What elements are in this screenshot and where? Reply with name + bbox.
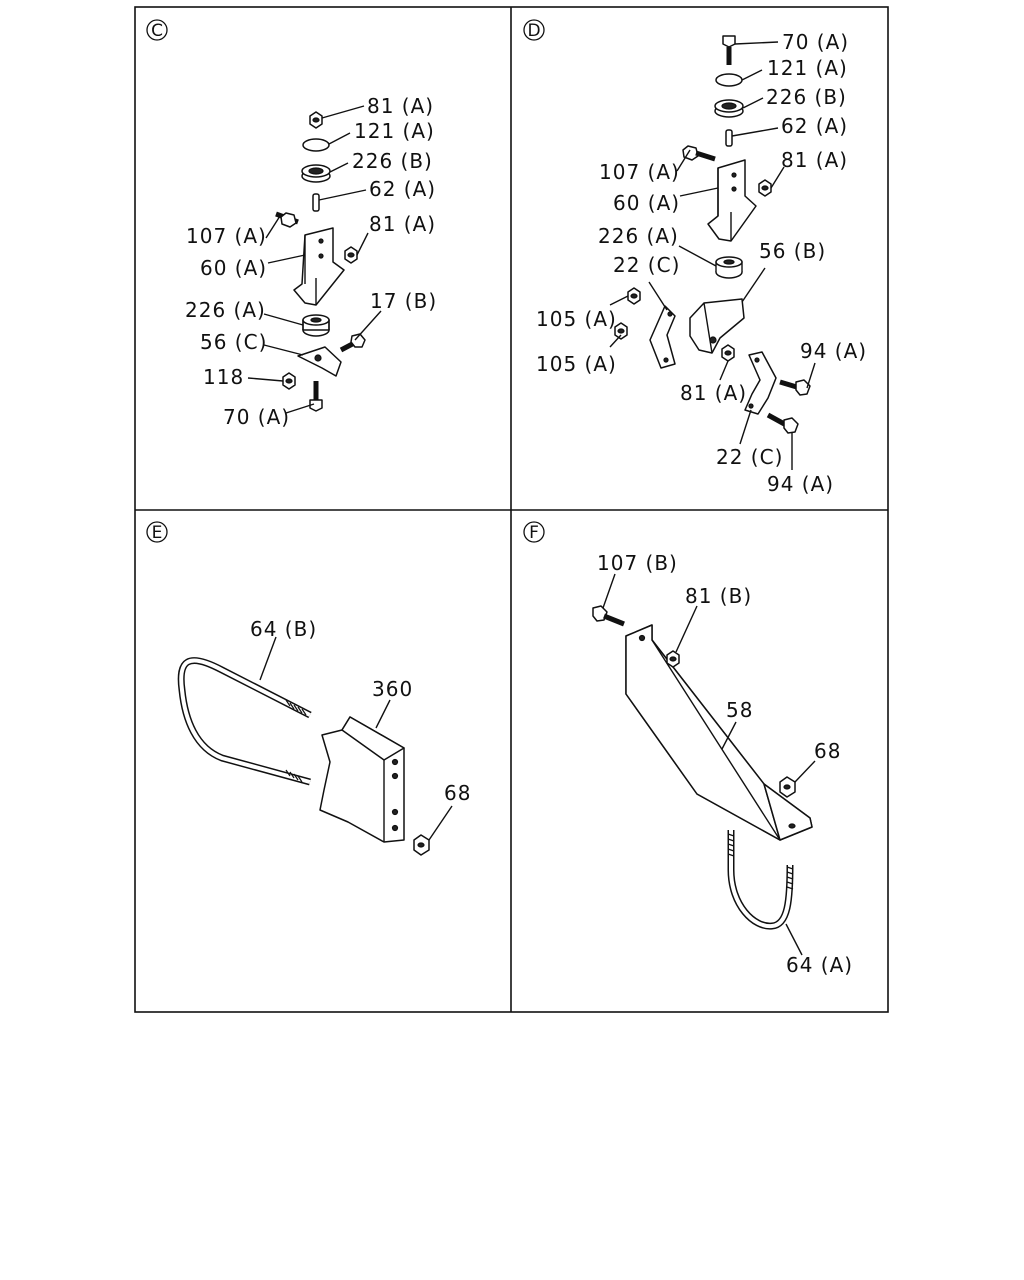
bushing-icon bbox=[301, 164, 331, 183]
panel-e-badge: E bbox=[146, 521, 168, 543]
part-label: 22 (C) bbox=[613, 253, 680, 277]
part-label: 64 (A) bbox=[786, 953, 853, 977]
nut-icon bbox=[614, 322, 628, 340]
part-label: 62 (A) bbox=[369, 177, 436, 201]
panel-e: E bbox=[146, 521, 471, 856]
bolt-icon bbox=[309, 381, 323, 412]
part-label: 22 (C) bbox=[716, 445, 783, 469]
bracket-icon bbox=[707, 159, 757, 242]
plate-bracket-icon bbox=[297, 346, 342, 377]
part-label: 121 (A) bbox=[767, 56, 848, 80]
part-label: 118 bbox=[203, 365, 244, 389]
washer-icon bbox=[302, 138, 330, 152]
bracket-icon bbox=[293, 227, 345, 306]
part-label: 17 (B) bbox=[370, 289, 437, 313]
leader-lines bbox=[609, 41, 816, 470]
part-label: 81 (A) bbox=[369, 212, 436, 236]
pin-icon bbox=[725, 129, 733, 147]
part-label: 62 (A) bbox=[781, 114, 848, 138]
nut-icon bbox=[758, 179, 772, 197]
pin-icon bbox=[312, 193, 320, 212]
part-label: 81 (A) bbox=[680, 381, 747, 405]
diagram-frame bbox=[134, 6, 889, 1013]
bracket-icon bbox=[319, 716, 405, 843]
bolt-icon bbox=[592, 605, 625, 627]
nut-icon bbox=[309, 111, 323, 129]
part-label: 70 (A) bbox=[782, 30, 849, 54]
part-label: 56 (C) bbox=[200, 330, 267, 354]
part-label: 68 bbox=[444, 781, 471, 805]
bolt-icon bbox=[339, 333, 366, 353]
panel-c-badge: C bbox=[146, 19, 168, 41]
nut-icon bbox=[344, 246, 358, 264]
part-label: 81 (A) bbox=[367, 94, 434, 118]
part-label: 60 (A) bbox=[613, 191, 680, 215]
mount-rubber-icon bbox=[715, 256, 743, 279]
bracket-icon bbox=[625, 624, 813, 841]
mount-rubber-icon bbox=[302, 314, 330, 337]
leader-lines bbox=[247, 105, 382, 414]
part-label: 226 (A) bbox=[598, 224, 679, 248]
panel-d: D bbox=[523, 19, 867, 496]
bolt-icon bbox=[722, 35, 736, 65]
leader-lines bbox=[259, 636, 453, 841]
part-label: 81 (A) bbox=[781, 148, 848, 172]
part-label: 105 (A) bbox=[536, 352, 617, 376]
nut-icon bbox=[282, 372, 296, 390]
part-label: 107 (B) bbox=[597, 551, 678, 575]
panel-e-id: E bbox=[152, 523, 163, 543]
nut-icon bbox=[627, 287, 641, 305]
bushing-icon bbox=[714, 99, 744, 118]
support-bracket-icon bbox=[689, 298, 745, 354]
panel-d-id: D bbox=[527, 21, 540, 41]
nut-icon bbox=[721, 344, 735, 362]
clamp-bracket-icon bbox=[649, 305, 676, 369]
part-label: 226 (B) bbox=[352, 149, 433, 173]
u-bolt-icon bbox=[727, 830, 794, 930]
part-label: 94 (A) bbox=[767, 472, 834, 496]
part-label: 226 (B) bbox=[766, 85, 847, 109]
part-label: 107 (A) bbox=[599, 160, 680, 184]
part-label: 226 (A) bbox=[185, 298, 266, 322]
clamp-bracket-icon bbox=[744, 351, 777, 415]
part-label: 81 (B) bbox=[685, 584, 752, 608]
leader-lines bbox=[602, 573, 816, 956]
part-label: 105 (A) bbox=[536, 307, 617, 331]
panel-f: F bbox=[523, 521, 853, 977]
bolt-icon bbox=[779, 379, 811, 396]
part-label: 58 bbox=[726, 698, 753, 722]
part-label: 56 (B) bbox=[759, 239, 826, 263]
part-label: 121 (A) bbox=[354, 119, 435, 143]
part-label: 60 (A) bbox=[200, 256, 267, 280]
part-label: 94 (A) bbox=[800, 339, 867, 363]
panel-d-badge: D bbox=[523, 19, 545, 41]
part-label: 70 (A) bbox=[223, 405, 290, 429]
bolt-icon bbox=[275, 211, 299, 228]
part-label: 360 bbox=[372, 677, 413, 701]
part-label: 64 (B) bbox=[250, 617, 317, 641]
bolt-icon bbox=[766, 412, 799, 434]
u-bolt-icon bbox=[177, 657, 312, 786]
nut-icon bbox=[666, 650, 680, 668]
panel-c: C bbox=[146, 19, 437, 429]
panel-f-id: F bbox=[529, 523, 539, 543]
part-label: 68 bbox=[814, 739, 841, 763]
panel-f-badge: F bbox=[523, 521, 545, 543]
washer-icon bbox=[715, 73, 743, 87]
part-label: 107 (A) bbox=[186, 224, 267, 248]
nut-icon bbox=[779, 776, 796, 798]
panel-c-id: C bbox=[151, 21, 163, 41]
nut-icon bbox=[413, 834, 430, 856]
